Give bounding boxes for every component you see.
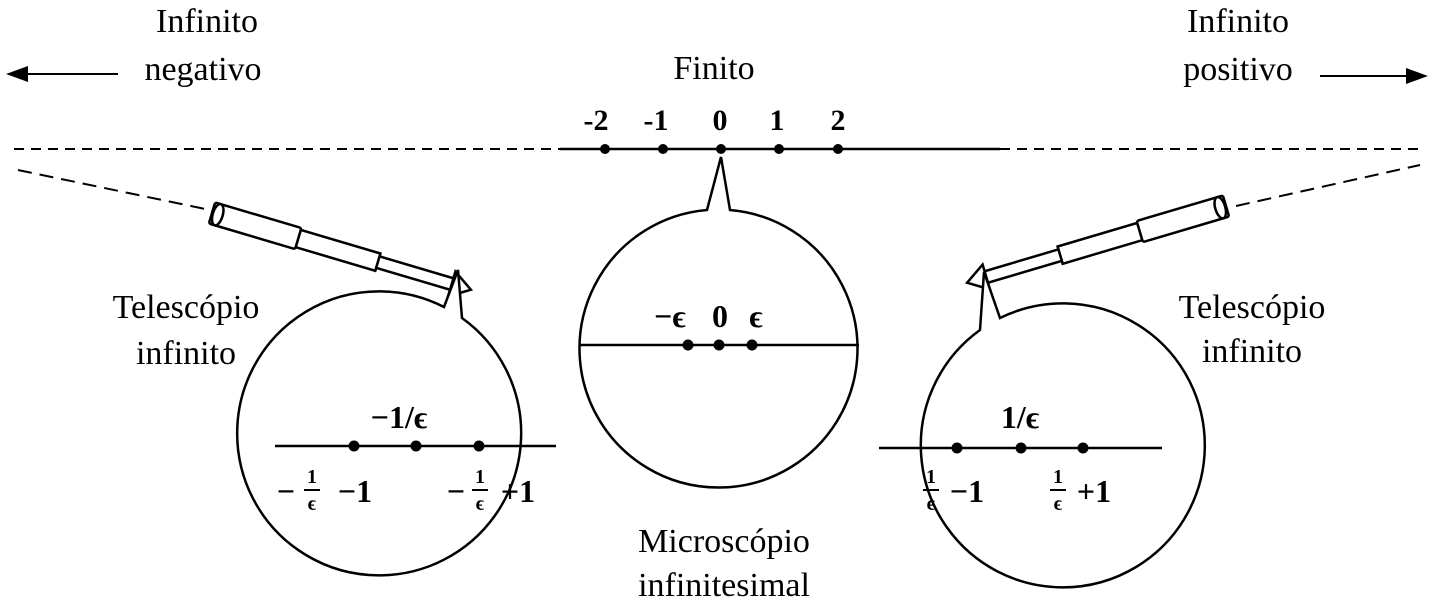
- right-point-plus1: [1077, 442, 1089, 454]
- microscope-label-eps: ϵ: [749, 298, 763, 334]
- microscopio-line2: infinitesimal: [638, 567, 810, 604]
- microscopio-line1: Microscópio: [638, 523, 810, 560]
- left-point-plus1: [473, 440, 485, 452]
- point-0: [716, 144, 726, 154]
- point-2: [833, 144, 843, 154]
- telescopio-dir-line2: infinito: [1202, 333, 1302, 370]
- left-label-a-den: ϵ: [308, 493, 317, 515]
- microscope-label-neg-eps: −ϵ: [654, 298, 686, 334]
- right-label-b-num: 1: [1053, 466, 1063, 488]
- infinito-positivo-line2: positivo: [1183, 51, 1293, 88]
- microscope-point-eps: [746, 339, 758, 351]
- tick-label-0: 0: [713, 104, 728, 137]
- left-label-b-num: 1: [475, 466, 485, 488]
- right-telescope-view: 1/ϵ 1 ϵ −1 1 ϵ +1: [879, 271, 1207, 589]
- microscope-label-0: 0: [712, 298, 728, 334]
- tick-label-1: 1: [770, 104, 785, 137]
- infinito-negativo-line1: Infinito: [156, 3, 258, 40]
- telescopio-esq-line1: Telescópio: [113, 289, 260, 326]
- telescopio-dir-line1: Telescópio: [1179, 289, 1326, 326]
- point-1: [774, 144, 784, 154]
- right-telescope-bubble: [919, 271, 1207, 589]
- microscope-point-0: [713, 339, 725, 351]
- microscope-point-neg-eps: [682, 339, 694, 351]
- point-neg1: [658, 144, 668, 154]
- right-label-a-den: ϵ: [927, 493, 936, 515]
- infinito-negativo-line2: negativo: [144, 51, 261, 88]
- right-label-a-num: 1: [926, 466, 936, 488]
- left-label-a-num: 1: [307, 466, 317, 488]
- right-center-label: 1/ϵ: [1001, 399, 1040, 435]
- right-arrow-icon: [1320, 68, 1428, 84]
- left-telescope-icon: [208, 201, 474, 299]
- microscope-bubble: [578, 156, 859, 489]
- right-sight-line: [1235, 164, 1421, 207]
- right-label-b-den: ϵ: [1054, 493, 1063, 515]
- microscope-view: −ϵ 0 ϵ: [578, 156, 859, 489]
- tick-label-neg2: -2: [584, 104, 609, 137]
- left-label-b-sign: −: [447, 473, 465, 509]
- right-point-center: [1015, 442, 1027, 454]
- tick-label-neg1: -1: [644, 104, 669, 137]
- finito-label: Finito: [673, 50, 754, 87]
- left-label-b-tail: +1: [501, 473, 535, 509]
- point-neg2: [600, 144, 610, 154]
- telescopio-esq-line2: infinito: [136, 335, 236, 372]
- left-label-a-sign: −: [277, 473, 295, 509]
- left-point-center: [410, 440, 422, 452]
- right-point-minus1: [951, 442, 963, 454]
- left-telescope-view: −1/ϵ − 1 ϵ −1 − 1 ϵ +1: [235, 269, 556, 577]
- left-label-a-tail: −1: [338, 473, 372, 509]
- left-center-label: −1/ϵ: [371, 399, 428, 435]
- left-arrow-icon: [6, 66, 118, 82]
- left-label-b-den: ϵ: [476, 493, 485, 515]
- infinito-positivo-line1: Infinito: [1187, 3, 1289, 40]
- tick-label-2: 2: [831, 104, 846, 137]
- right-label-b-tail: +1: [1077, 473, 1111, 509]
- right-label-a-tail: −1: [950, 473, 984, 509]
- right-telescope-icon: [964, 194, 1230, 292]
- left-sight-line: [17, 169, 211, 211]
- left-telescope-bubble: [235, 269, 523, 577]
- left-point-minus1: [348, 440, 360, 452]
